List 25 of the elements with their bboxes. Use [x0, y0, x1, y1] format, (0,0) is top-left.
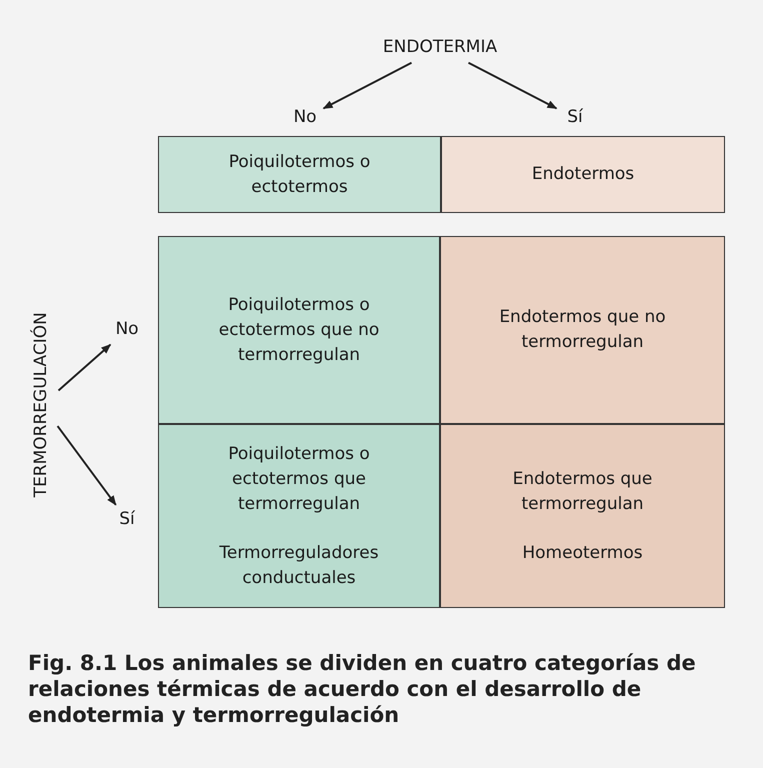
category-cell — [440, 236, 725, 424]
branch-label: Sí — [560, 106, 590, 130]
branch-label: Sí — [112, 508, 142, 532]
category-cell — [158, 236, 440, 424]
category-cell — [158, 136, 441, 213]
category-cell — [440, 424, 725, 608]
branch-label: ENDOTERMIA — [380, 36, 500, 60]
axis-label: TERMORREGULACIÓN — [29, 312, 55, 498]
cell-text: Poiquilotermos o ectotermos — [228, 150, 372, 198]
arrow — [468, 62, 558, 110]
figure-caption: Fig. 8.1 Los animales se dividen en cuatro categorías de relaciones térmicas de acuerdo con el desarrollo de endotermia y termorregulación — [28, 650, 697, 728]
arrow — [58, 344, 112, 392]
cell-text: Termorreguladores conductuales — [218, 542, 380, 590]
branch-label: No — [112, 318, 142, 342]
cell-text: Poiquilotermos o ectotermos que no termorregulan — [218, 294, 380, 366]
category-cell — [441, 136, 725, 213]
cell-text: Endotermos que termorregulan — [512, 468, 654, 516]
cell-text: Endotermos — [532, 163, 634, 186]
arrow — [56, 425, 117, 506]
category-cell — [158, 424, 440, 608]
cell-text: Endotermos que no termorregulan — [498, 306, 667, 354]
cell-text: Homeotermos — [522, 542, 643, 564]
cell-text: Poiquilotermos o ectotermos que termorregulan — [227, 442, 371, 516]
arrow — [322, 62, 412, 110]
branch-label: No — [290, 106, 320, 130]
